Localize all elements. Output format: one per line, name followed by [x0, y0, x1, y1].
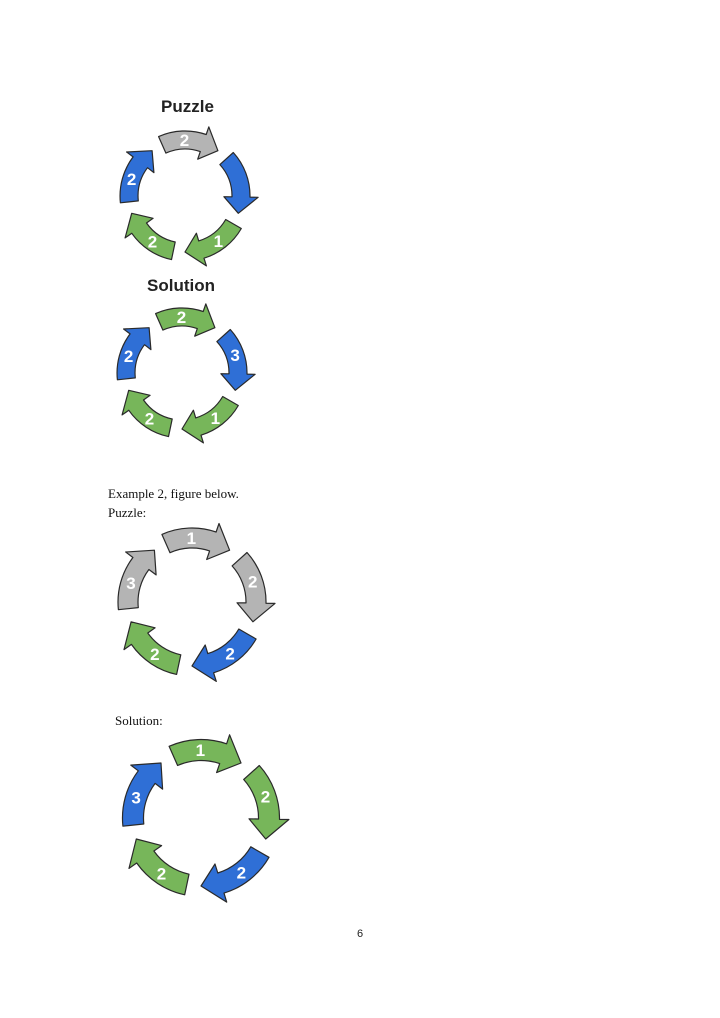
cycle-arrow-green [155, 303, 216, 337]
cycle-arrow-blue [200, 846, 270, 903]
arrow-number-label: 1 [196, 741, 205, 760]
cycle-arrow-green [181, 395, 239, 444]
example-2-puzzle-arrow-cycle: 1 2 2 2 3 [117, 522, 276, 682]
arrow-number-label: 1 [187, 529, 196, 548]
arrow-number-label: 3 [230, 346, 239, 365]
example-2-puzzle-label: Puzzle: [108, 505, 147, 520]
cycle-arrow-green [184, 218, 242, 267]
cycle-arrow-blue [116, 327, 152, 381]
page-number: 6 [356, 928, 364, 940]
cycle-arrow-green [121, 389, 173, 438]
puzzle-heading: Puzzle [161, 97, 214, 116]
cycle-arrow-blue [219, 151, 259, 214]
cycle-arrow-green [124, 212, 176, 261]
arrow-number-label: 2 [180, 131, 189, 150]
cycle-arrow-blue [216, 328, 256, 391]
arrow-number-label: 1 [214, 232, 223, 251]
arrow-number-label: 3 [126, 574, 135, 593]
cycle-arrow-green [128, 838, 190, 896]
example-2-intro: Example 2, figure below. [108, 486, 239, 501]
solution-arrow-cycle: 2 3 1 2 2 [116, 303, 256, 444]
cycle-arrow-gray [161, 522, 231, 561]
puzzle-arrow-cycle: 2 1 2 2 [119, 126, 259, 267]
arrow-number-label: 2 [261, 787, 270, 806]
cycle-arrow-gray [231, 551, 276, 623]
arrow-number-label: 2 [237, 864, 246, 883]
arrow-number-label: 2 [124, 347, 133, 366]
cycle-arrow-gray [158, 126, 219, 160]
arrow-number-label: 2 [225, 644, 234, 663]
cycle-arrow-blue [121, 762, 164, 827]
arrow-number-label: 2 [148, 233, 157, 252]
arrow-number-label: 1 [211, 409, 220, 428]
cycle-arrow-green [168, 734, 242, 774]
solution-heading: Solution [147, 276, 215, 295]
arrow-number-label: 2 [150, 645, 159, 664]
arrow-number-label: 2 [127, 170, 136, 189]
example-2-solution-label: Solution: [115, 713, 163, 728]
arrow-number-label: 2 [177, 308, 186, 327]
cycle-arrow-green [243, 764, 290, 840]
example-2-solution-arrow-cycle: 1 2 2 2 3 [121, 734, 290, 903]
arrow-number-label: 2 [248, 573, 257, 592]
cycle-arrow-green [123, 621, 182, 675]
arrow-number-label: 2 [157, 864, 166, 883]
arrow-number-label: 3 [131, 789, 140, 808]
cycle-arrow-gray [117, 549, 157, 611]
cycle-arrow-blue [191, 628, 257, 682]
arrow-number-label: 2 [145, 410, 154, 429]
cycle-arrow-blue [119, 150, 155, 204]
